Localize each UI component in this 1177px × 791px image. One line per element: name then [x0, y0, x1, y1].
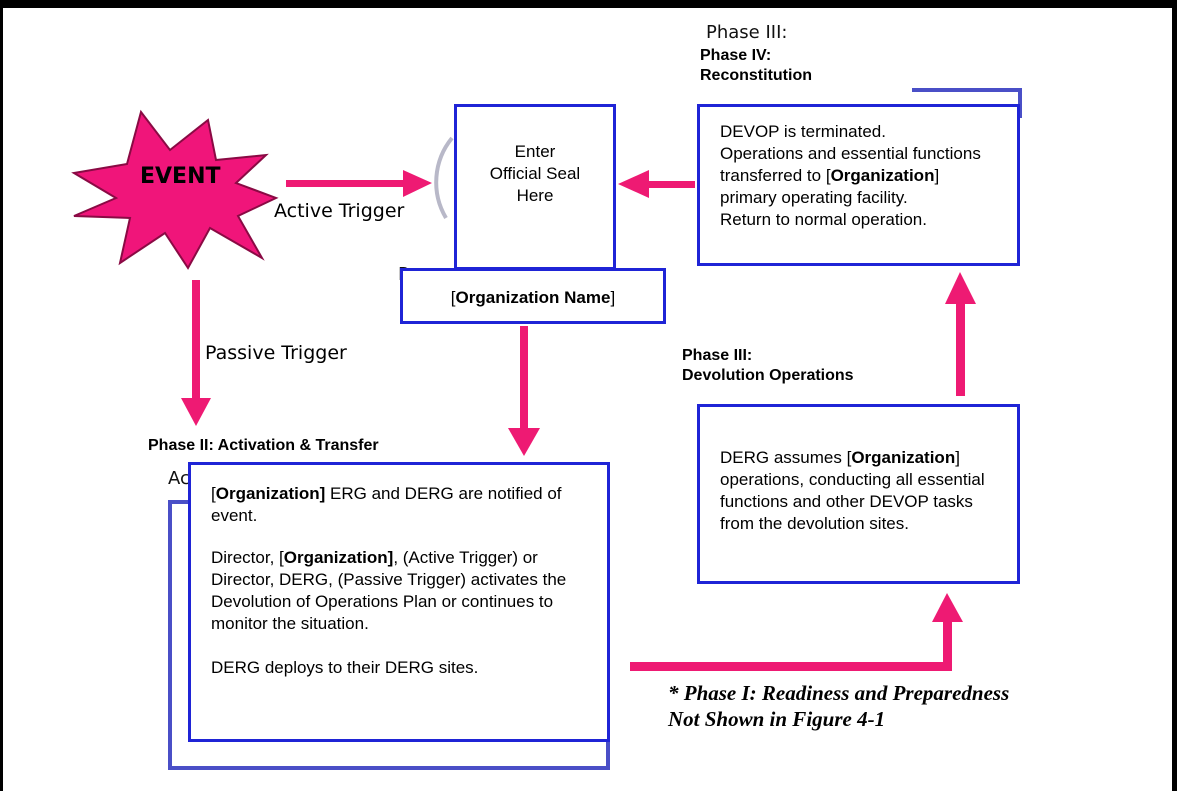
phase2-p1-rest: ERG and DERG are notified of event. — [211, 484, 562, 525]
phase2-ghost-label: Ac — [168, 468, 190, 489]
phase4-line-3a: transferred to [ — [720, 166, 831, 185]
phase4-box: DEVOP is terminated. Operations and esse… — [697, 104, 1020, 266]
active-trigger-arrow — [286, 170, 432, 197]
figure-footnote: * Phase I: Readiness and Preparedness No… — [668, 680, 1009, 732]
phase4-to-seal-arrow — [618, 170, 695, 198]
phase4-label: Phase IV: Reconstitution — [700, 46, 812, 86]
phase3-label-line-2: Devolution Operations — [682, 367, 854, 384]
phase2-p2-a: Director, [ — [211, 548, 284, 567]
phase2-p2-bold: Organization] — [283, 548, 394, 567]
phase3-text-a: DERG assumes [ — [720, 448, 852, 467]
phase4-line-3-bold: Organization — [830, 166, 935, 185]
phase3-label-line-1: Phase III: — [682, 347, 753, 364]
seal-line-3: Here — [516, 186, 554, 205]
phase3-text-b: ] operations, conducting all essential f… — [720, 448, 985, 533]
event-starburst — [71, 109, 279, 270]
organization-name-box: [Organization Name] — [400, 268, 666, 324]
phase4-line-1: DEVOP is terminated. — [720, 122, 886, 141]
active-trigger-label: Active Trigger — [274, 200, 405, 222]
org-name-text: Organization Name — [455, 288, 611, 307]
phase4-label-line-1: Phase IV: — [700, 47, 772, 64]
phase2-p1-bold: Organization] — [215, 484, 326, 503]
phase3-to-phase4-arrow — [945, 272, 976, 396]
org-to-phase2-arrow — [508, 326, 540, 456]
phase2-to-phase3-arrow — [630, 593, 963, 671]
phase2-label: Phase II: Activation & Transfer — [148, 437, 379, 454]
seal-circle-hint — [434, 136, 454, 220]
event-label: EVENT — [140, 164, 221, 189]
phase4-line-2: Operations and essential functions — [720, 144, 981, 163]
phase4-line-5: Return to normal operation. — [720, 210, 927, 229]
footnote-line-1: * Phase I: Readiness and Preparedness — [668, 681, 1010, 705]
org-bracket-close: ] — [610, 288, 616, 307]
phase4-ghost-label: Phase III: — [706, 22, 788, 40]
phase4-line-3b: ] — [934, 166, 940, 185]
phase3-text: DERG assumes [Organization] operations, … — [720, 447, 997, 535]
phase4-label-line-2: Reconstitution — [700, 67, 812, 84]
org-bracket-open: [ — [450, 288, 456, 307]
phase2-paragraph-1: [Organization] ERG and DERG are notified… — [211, 484, 562, 525]
footnote-line-2: Not Shown in Figure 4-1 — [668, 707, 886, 731]
phase2-paragraph-2: Director, [Organization], (Active Trigge… — [211, 547, 567, 635]
phase2-box: [Organization] ERG and DERG are notified… — [188, 462, 610, 742]
phase3-label: Phase III: Devolution Operations — [682, 346, 854, 386]
seal-line-1: Enter — [514, 142, 556, 161]
seal-line-2: Official Seal — [489, 164, 581, 183]
phase4-line-4: primary operating facility. — [720, 188, 908, 207]
passive-trigger-arrow — [181, 280, 211, 426]
phase2-p2-b: , (Active Trigger) or Director, DERG, (P… — [211, 548, 567, 633]
official-seal-box: Enter Official Seal Here — [454, 104, 616, 270]
phase2-paragraph-3: DERG deploys to their DERG sites. — [211, 658, 479, 677]
phase3-box: DERG assumes [Organization] operations, … — [697, 404, 1020, 584]
passive-trigger-label: Passive Trigger — [205, 342, 347, 364]
phase3-text-bold: Organization — [851, 448, 956, 467]
